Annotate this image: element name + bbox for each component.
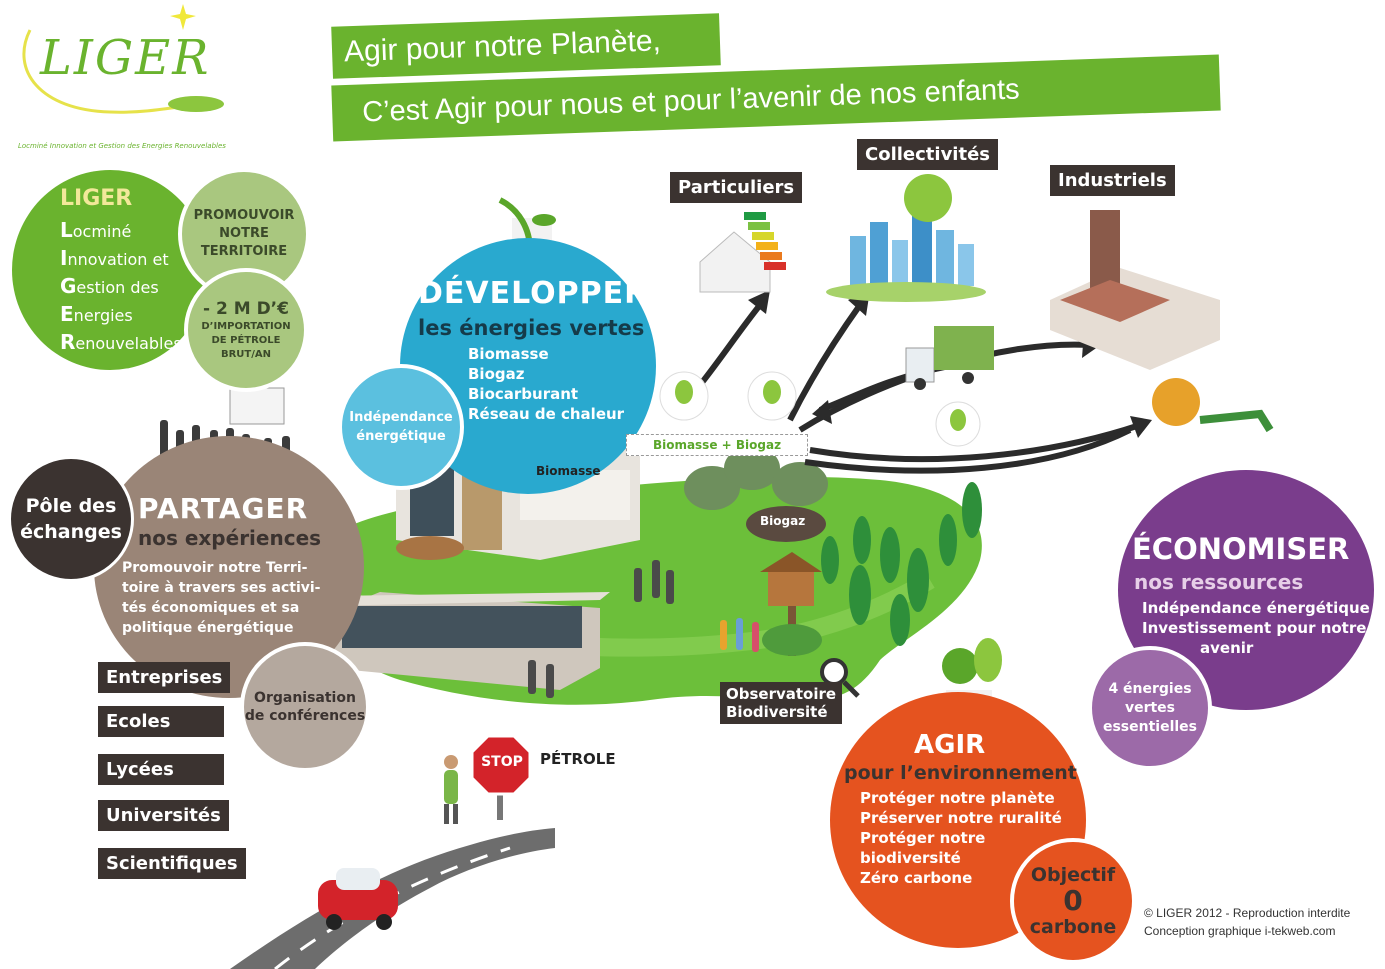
- logo-swoosh: [22, 4, 224, 114]
- partager-subtitle: nos expériences: [138, 526, 322, 550]
- audience-tag-universites: Universités: [98, 800, 229, 831]
- biogas-label: Biogaz: [760, 514, 806, 528]
- agir-subtitle: pour l’environnement: [844, 762, 1077, 784]
- visitors: [528, 560, 759, 698]
- forest: [821, 482, 982, 646]
- stop-sign-label: STOP: [481, 754, 523, 770]
- audience-tag-scientifiques: Scientifiques: [98, 848, 246, 879]
- factory: [1050, 210, 1220, 370]
- bulb-icons: [659, 371, 981, 447]
- person-figure: [444, 755, 458, 824]
- target-collectivites: Collectivités: [857, 139, 998, 170]
- audience-tag-ecoles: Ecoles: [98, 706, 224, 737]
- biogas-domes: [684, 446, 828, 542]
- biomass-label: Biomasse: [536, 464, 601, 478]
- city-skyline: [826, 174, 986, 302]
- partager-title: PARTAGER: [138, 492, 309, 525]
- audience-tag-lycees: Lycées: [98, 754, 224, 785]
- red-car: [318, 868, 398, 930]
- zero-carbon-circle: Objectif 0 carbone: [1010, 838, 1136, 964]
- acronym-list: Locminé Innovation et Gestion des Energi…: [60, 218, 182, 354]
- developper-subtitle: les énergies vertes: [418, 316, 645, 340]
- conference-building: [322, 592, 610, 690]
- petrol-label: PÉTROLE: [540, 750, 616, 768]
- agir-title: AGIR: [914, 730, 986, 760]
- treehouse: [760, 552, 822, 656]
- logo-wordmark: LIGER: [40, 30, 211, 86]
- liger-acronym-circle: [12, 170, 208, 370]
- house-energy-label: [699, 212, 786, 293]
- biomass-biogas-label: Biomasse + Biogaz: [626, 434, 808, 456]
- magnifier-icon: [820, 658, 860, 698]
- developper-title: DÉVELOPPER: [418, 276, 649, 311]
- target-industriels: Industriels: [1050, 165, 1175, 196]
- stop-sign: [470, 734, 532, 820]
- design-credit-text: Conception graphique i-tekweb.com: [1144, 924, 1336, 938]
- acronym-title: LIGER: [60, 186, 133, 211]
- truck: [905, 326, 994, 390]
- partager-list: Promouvoir notre Terri-toire à travers s…: [122, 560, 321, 636]
- economiser-subtitle: nos ressources: [1134, 570, 1304, 594]
- economiser-title: ÉCONOMISER: [1132, 532, 1350, 566]
- euro-fuel-pump: [1152, 378, 1274, 433]
- audience-tag-entreprises: Entreprises: [98, 662, 231, 693]
- target-particuliers: Particuliers: [670, 172, 803, 203]
- copyright-text: © LIGER 2012 - Reproduction interdite: [1144, 906, 1351, 920]
- logo-tagline: Locminé Innovation et Gestion des Energi…: [18, 142, 226, 150]
